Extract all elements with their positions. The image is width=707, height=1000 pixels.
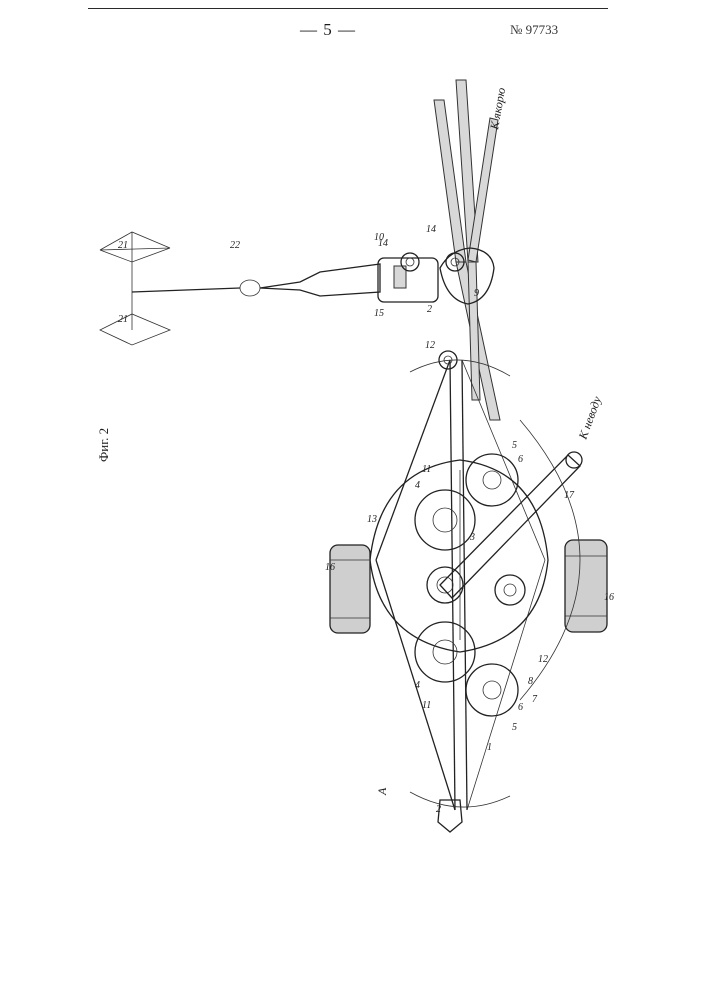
main-frame — [376, 351, 545, 832]
callout: 22 — [230, 240, 240, 251]
central-body — [370, 460, 548, 652]
callout: 7 — [532, 694, 538, 705]
callout: 9 — [474, 288, 479, 299]
upper-detail — [100, 232, 380, 345]
callout: 8 — [528, 676, 533, 687]
to-anchor-label: К якорю — [487, 86, 508, 131]
callout: 14 — [426, 224, 436, 235]
callout: 3 — [469, 532, 475, 543]
drums — [415, 454, 518, 716]
callout: 5 — [512, 440, 517, 451]
callout: 1 — [487, 742, 492, 753]
callout: 17 — [564, 490, 575, 501]
callout: 13 — [367, 514, 377, 525]
callout: 15 — [374, 308, 384, 319]
callout: 16 — [325, 562, 335, 573]
sweep-arcs — [410, 360, 580, 807]
callout: 12 — [425, 340, 435, 351]
view-a-label: A — [375, 787, 389, 796]
callout: 2 — [427, 304, 432, 315]
callout: 2 — [436, 804, 441, 815]
callout: 21 — [118, 240, 128, 251]
callout: 14 — [378, 238, 388, 249]
callout: 6 — [518, 702, 523, 713]
callout: 5 — [512, 722, 517, 733]
callout: 4 — [415, 480, 420, 491]
anchor-rods — [434, 80, 500, 420]
callout: 11 — [422, 464, 431, 475]
to-winch-label: К неводу — [575, 394, 604, 442]
callout: 16 — [604, 592, 614, 603]
bracket-assembly — [378, 253, 438, 302]
callout: 21 — [118, 314, 128, 325]
callout: 4 — [415, 680, 420, 691]
callout: 11 — [422, 700, 431, 711]
wheels — [330, 540, 607, 633]
callout: 12 — [538, 654, 548, 665]
callout: 6 — [518, 454, 523, 465]
